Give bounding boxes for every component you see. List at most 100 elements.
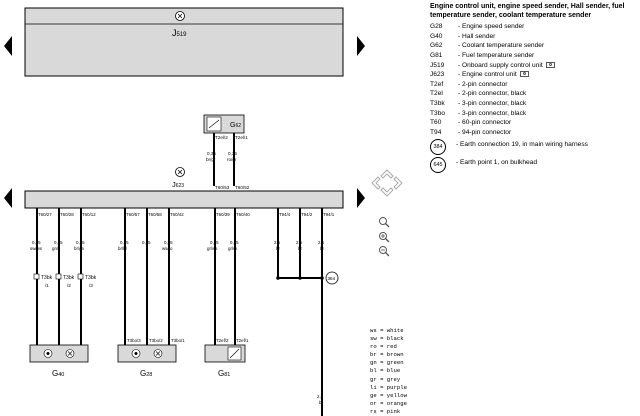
svg-text:/2: /2 — [67, 283, 71, 288]
legend-title: Engine control unit, engine speed sender… — [430, 3, 625, 19]
legend-item: T3bo- 3-pin connector, black — [430, 109, 527, 117]
svg-text:ws/ro: ws/ro — [162, 246, 173, 251]
color-key-item: ge = yellow — [370, 391, 407, 399]
earth-symbol-icon — [153, 349, 163, 358]
svg-text:/1: /1 — [45, 283, 49, 288]
svg-text:0,35: 0,35 — [54, 240, 63, 245]
legend-earth-list: 384- Earth connection 19, in main wiring… — [430, 139, 638, 174]
g28-wires: T60/57 T60/58 T60/42 0,35 br/bl 0,35 li … — [118, 208, 185, 345]
color-key-item: br = brown — [370, 351, 404, 359]
color-key-item: gr = grey — [370, 375, 401, 383]
legend-item: T2el- 2-pin connector, black — [430, 90, 527, 98]
splice-384[interactable]: 384 — [325, 271, 339, 285]
legend-item: G81- Fuel temperature sender — [430, 51, 535, 59]
svg-text:T3bo/3: T3bo/3 — [127, 338, 141, 343]
j519-label: J519 — [172, 28, 187, 38]
svg-text:T94/2: T94/2 — [301, 212, 313, 217]
g40-sensor[interactable] — [29, 344, 89, 363]
svg-text:br: br — [298, 246, 302, 251]
svg-text:gn/li: gn/li — [52, 246, 60, 251]
svg-text:T2ef/1: T2ef/1 — [236, 338, 249, 343]
svg-text:br: br — [319, 400, 323, 405]
zoom-in-icon[interactable] — [379, 232, 390, 243]
color-key-item: rs = pink — [370, 407, 401, 415]
legend-item: T3bk- 3-pin connector, black — [430, 99, 527, 107]
svg-text:T60/40: T60/40 — [236, 212, 250, 217]
g28-label: G28 — [140, 369, 152, 378]
g40-label: G40 — [52, 369, 64, 378]
pan-control[interactable] — [371, 169, 403, 197]
legend-item: T94- 94-pin connector — [430, 128, 512, 136]
next-page-arrow-icon[interactable] — [357, 188, 365, 208]
svg-text:0,35: 0,35 — [207, 151, 216, 156]
svg-text:gr/ro: gr/ro — [228, 246, 238, 251]
svg-text:br/gn: br/gn — [74, 246, 85, 251]
prev-page-arrow-icon[interactable] — [4, 36, 12, 56]
g62-label: G62 — [230, 122, 241, 129]
legend-earth-item: 384- Earth connection 19, in main wiring… — [430, 139, 638, 156]
zoom-fit-icon[interactable] — [379, 217, 390, 228]
camera-icon[interactable] — [519, 71, 529, 78]
earth-symbol-icon — [175, 167, 185, 177]
svg-text:br/gr: br/gr — [206, 157, 216, 162]
zoom-out-icon[interactable] — [379, 246, 390, 257]
color-key-item: or = orange — [370, 399, 407, 407]
svg-text:0,35: 0,35 — [76, 240, 85, 245]
svg-text:0,35: 0,35 — [210, 240, 219, 245]
svg-text:T2el/2: T2el/2 — [215, 135, 228, 140]
svg-text:T3bo/1: T3bo/1 — [171, 338, 185, 343]
component-legend: Engine control unit, engine speed sender… — [430, 3, 638, 174]
svg-text:T94/4: T94/4 — [279, 212, 291, 217]
svg-text:0,35: 0,35 — [228, 151, 237, 156]
g81-wires: T60/39 T60/40 0,35 gr/ws 0,35 gr/ro T2ef… — [207, 208, 250, 345]
next-page-arrow-icon[interactable] — [357, 36, 365, 56]
svg-text:gr/ws: gr/ws — [207, 246, 218, 251]
legend-item: J519- Onboard supply control unit — [430, 61, 638, 71]
svg-text:T94/1: T94/1 — [323, 212, 335, 217]
svg-text:T2el/1: T2el/1 — [235, 135, 248, 140]
color-key-item: bl = blue — [370, 367, 401, 375]
svg-text:T60/58: T60/58 — [148, 212, 162, 217]
camera-icon[interactable] — [545, 61, 555, 68]
svg-text:br: br — [320, 246, 324, 251]
svg-text:li: li — [146, 246, 148, 251]
svg-text:2,5: 2,5 — [296, 240, 303, 245]
svg-text:T2ef/2: T2ef/2 — [216, 338, 229, 343]
color-key-item: ro = red — [370, 343, 397, 351]
svg-text:T60/12: T60/12 — [82, 212, 96, 217]
color-key-item: sw = black — [370, 335, 404, 343]
legend-item: T60- 60-pin connector — [430, 119, 512, 127]
svg-text:T60/57: T60/57 — [126, 212, 140, 217]
g40-wires: T60/27 T60/28 T60/12 0,35 sw/ws 0,35 gn/… — [30, 208, 97, 345]
svg-text:T3bk: T3bk — [63, 275, 75, 281]
sensor-symbol-icon — [131, 349, 141, 358]
color-key-item: ws = white — [370, 327, 404, 334]
earth-symbol-icon — [65, 349, 75, 358]
svg-text:2,5: 2,5 — [274, 240, 281, 245]
svg-text:0,35: 0,35 — [142, 240, 151, 245]
svg-text:sw/ws: sw/ws — [30, 246, 43, 251]
earth-point-badge: 384 — [430, 139, 446, 156]
j623-label: J623 — [172, 180, 184, 189]
svg-text:T60/42: T60/42 — [170, 212, 184, 217]
svg-text:br/bl: br/bl — [118, 246, 127, 251]
g81-label: G81 — [218, 369, 230, 378]
svg-text:384: 384 — [328, 276, 336, 281]
svg-text:br: br — [276, 246, 280, 251]
svg-text:T3bk: T3bk — [85, 275, 97, 281]
svg-text:T60/52: T60/52 — [235, 185, 250, 190]
svg-text:2,5: 2,5 — [318, 240, 325, 245]
sensor-symbol-icon — [43, 349, 53, 358]
earth-symbol-icon — [175, 11, 185, 21]
svg-text:2,5: 2,5 — [317, 394, 324, 399]
color-key-item: li = purple — [370, 383, 407, 391]
j623-block[interactable] — [24, 190, 344, 209]
j519-block[interactable] — [24, 7, 344, 77]
svg-text:0,35: 0,35 — [230, 240, 239, 245]
g28-sensor[interactable] — [117, 344, 177, 363]
prev-page-arrow-icon[interactable] — [4, 188, 12, 208]
legend-item: G40- Hall sender — [430, 32, 496, 40]
